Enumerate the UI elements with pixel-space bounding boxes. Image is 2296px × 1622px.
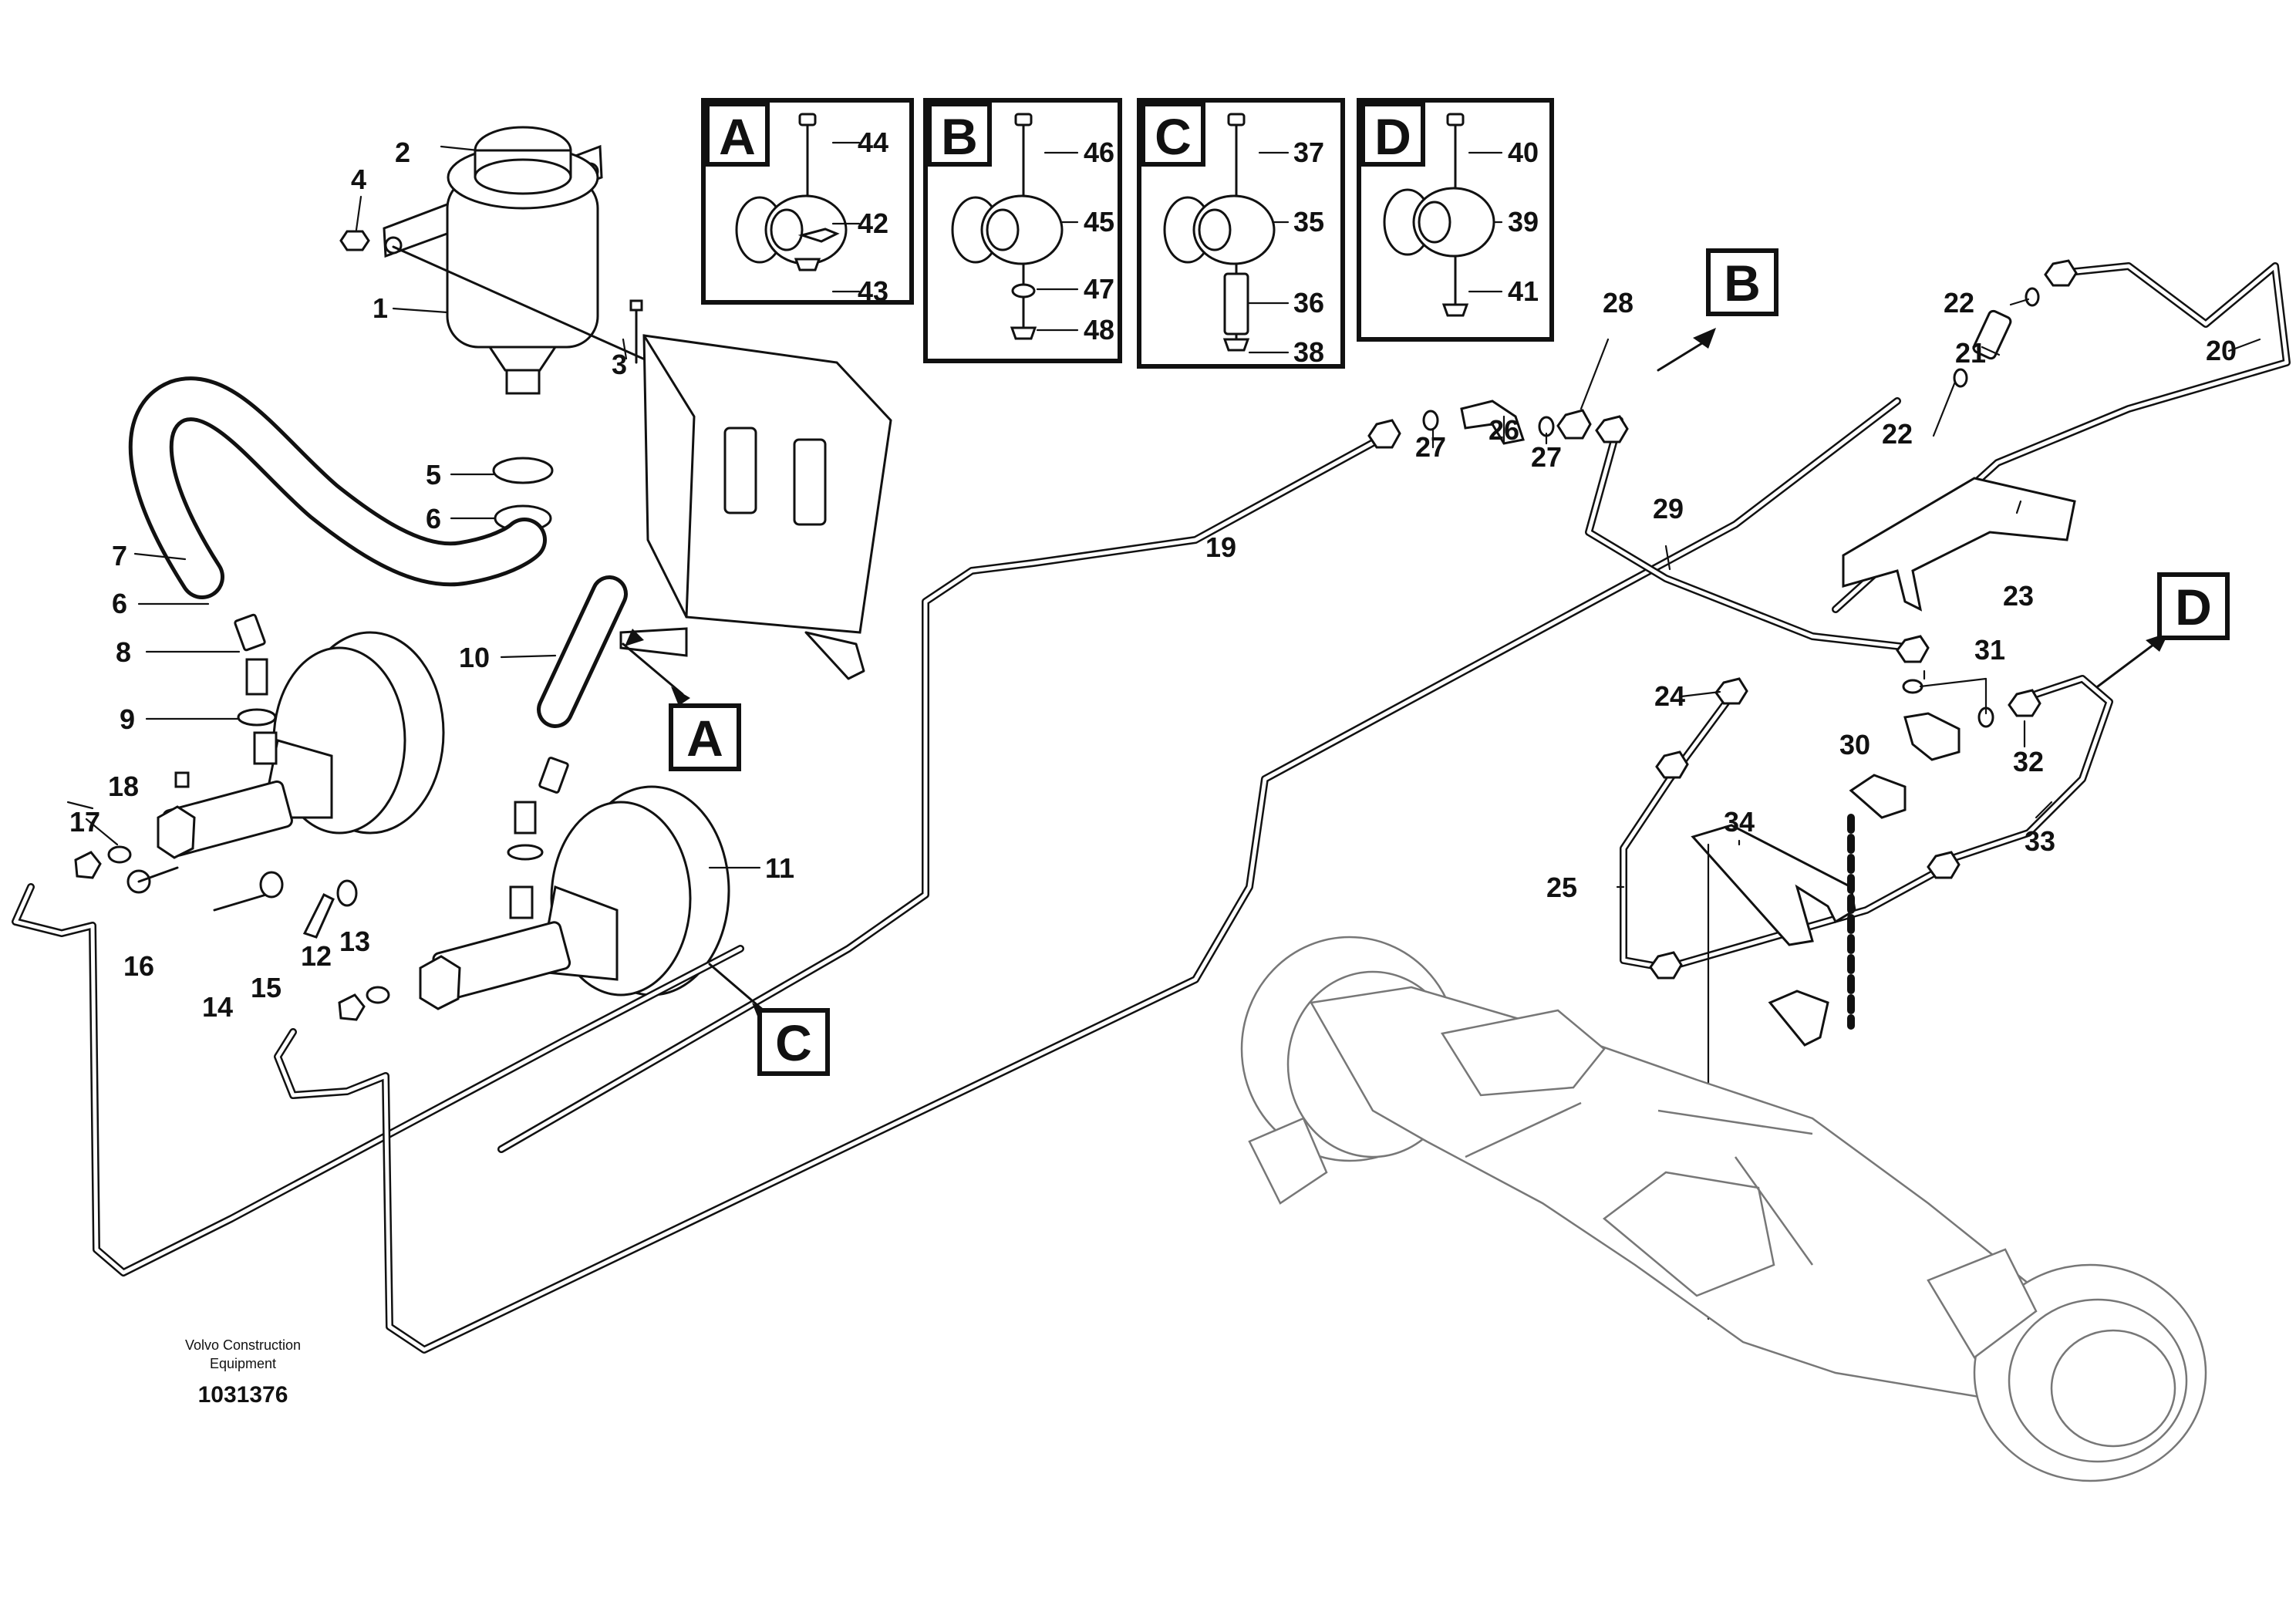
part-label: 15 <box>251 972 282 1003</box>
part-label: 39 <box>1508 206 1539 238</box>
detail-box-b-letter: B <box>941 108 978 165</box>
part-label: 10 <box>459 642 490 673</box>
detail-box-a-letter: A <box>719 108 756 165</box>
callout-flag-b: B <box>1657 248 1778 372</box>
part-label: 1 <box>373 292 388 324</box>
clamp-icon <box>735 113 848 271</box>
brake-pipe-20 <box>1832 262 2291 613</box>
clamp-icon <box>1383 113 1495 317</box>
clamp-icon <box>1163 113 1276 352</box>
part-label: 47 <box>1084 273 1114 305</box>
fluid-reservoir <box>383 126 603 395</box>
part-label: 42 <box>858 207 888 239</box>
part-label: 31 <box>1974 634 2005 666</box>
brake-pipe-left-loop <box>12 883 744 1276</box>
callout-flag-a-letter: A <box>686 710 723 767</box>
part-label: 27 <box>1531 441 1562 473</box>
callout-flag-d: D <box>2096 572 2230 688</box>
part-label: 17 <box>69 806 100 838</box>
part-label: 27 <box>1415 431 1446 463</box>
brake-pipe-19 <box>497 433 1388 1153</box>
part-label: 41 <box>1508 275 1539 307</box>
part-label: 22 <box>1944 287 1974 319</box>
part-label: 36 <box>1293 287 1324 319</box>
leader-lines <box>66 141 2261 889</box>
fittings-left <box>74 613 569 1021</box>
brake-booster-right <box>419 785 730 1010</box>
detail-box-c-letter: C <box>1155 108 1192 165</box>
drawing-number: 1031376 <box>197 1382 288 1408</box>
part-label: 19 <box>1205 531 1236 563</box>
part-label: 45 <box>1084 206 1114 238</box>
part-label: 24 <box>1654 680 1685 712</box>
part-label: 29 <box>1653 493 1684 524</box>
part-label: 32 <box>2013 746 2044 777</box>
bracket-23 <box>1842 477 2076 612</box>
part-label: 43 <box>858 275 888 307</box>
part-labels: 2 4 1 3 5 6 7 6 8 9 10 11 12 13 14 15 16… <box>69 126 2237 1023</box>
part-label: 3 <box>612 349 627 380</box>
part-label: 21 <box>1955 337 1986 369</box>
callout-flag-a: A <box>622 629 741 771</box>
part-label: 35 <box>1293 206 1324 238</box>
callout-flag-c-letter: C <box>775 1014 812 1071</box>
part-label: 28 <box>1603 287 1633 319</box>
part-label: 34 <box>1724 806 1755 838</box>
part-label: 40 <box>1508 137 1539 168</box>
bolt-3 <box>392 245 653 364</box>
part-label: 13 <box>339 926 370 957</box>
part-label: 7 <box>112 540 127 572</box>
part-label: 33 <box>2025 825 2055 857</box>
part-label: 23 <box>2003 580 2034 612</box>
part-label: 37 <box>1293 137 1324 168</box>
part-label: 14 <box>202 991 233 1023</box>
detail-box-a: A <box>701 98 914 305</box>
part-label: 20 <box>2206 335 2237 366</box>
part-label: 30 <box>1839 729 1870 760</box>
brake-booster-left <box>157 631 445 859</box>
part-label: 48 <box>1084 314 1114 346</box>
heat-shield <box>619 299 892 680</box>
part-label: 18 <box>108 771 139 802</box>
detail-box-d: D <box>1357 98 1554 342</box>
part-label: 16 <box>123 950 154 982</box>
rear-axle <box>1240 936 2207 1482</box>
part-label: 12 <box>301 940 332 972</box>
brake-pipe-25 <box>1620 686 1955 972</box>
detail-box-c: C <box>1137 98 1345 369</box>
part-label: 44 <box>858 126 888 158</box>
callout-flag-b-letter: B <box>1724 255 1761 312</box>
detail-box-d-letter: D <box>1374 108 1411 165</box>
part-label: 9 <box>120 703 135 735</box>
part-label: 11 <box>765 852 794 884</box>
part-label: 6 <box>426 503 441 534</box>
company-caption: Volvo Construction Equipment <box>184 1337 302 1371</box>
callout-flag-d-letter: D <box>2175 578 2212 636</box>
part-label: 6 <box>112 588 127 619</box>
brake-pipe-33 <box>1932 675 2113 868</box>
part-label: 8 <box>116 636 131 668</box>
part-label: 2 <box>395 137 410 168</box>
brake-pipe-29 <box>1585 416 1917 652</box>
part-label: 46 <box>1084 137 1114 168</box>
detail-box-b: B <box>923 98 1122 363</box>
nut-4 <box>339 230 370 251</box>
part-label: 22 <box>1882 418 1913 450</box>
part-label: 26 <box>1489 414 1519 446</box>
part-label: 5 <box>426 459 441 491</box>
clamp-icon <box>951 113 1064 340</box>
tee-fittings <box>1768 774 1907 1047</box>
brake-pipe-right-loop <box>274 397 1901 1354</box>
part-label: 38 <box>1293 336 1324 368</box>
callout-flag-c: C <box>708 963 830 1076</box>
pipe-fittings <box>1367 259 2078 980</box>
part-label: 25 <box>1546 872 1577 903</box>
part-label: 4 <box>351 164 366 195</box>
